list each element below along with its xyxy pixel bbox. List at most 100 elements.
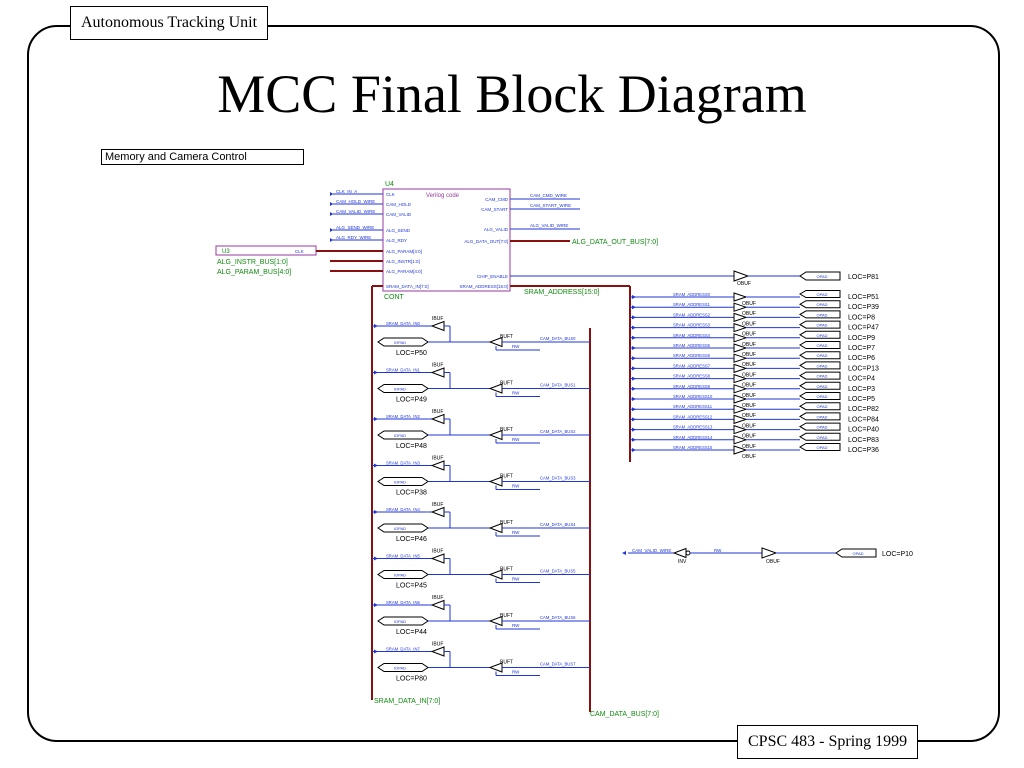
loc-label: LOC=P45	[396, 583, 427, 590]
rw-label: RW	[512, 391, 520, 396]
obuf-address	[733, 363, 748, 374]
address-net-label: SRAM_ADDRESS10	[673, 394, 713, 399]
ibuf	[430, 599, 445, 611]
opad-label: OPAD	[816, 425, 827, 430]
ibuf-label: IBUF	[432, 409, 443, 415]
loc-label: LOC=P36	[848, 447, 879, 454]
u4-left-pin: ALG_SEND	[386, 228, 411, 233]
u4-left-pin: ALG_PARAM[4:0]	[386, 269, 422, 274]
iopad	[377, 570, 429, 579]
obuf-label: OBUF	[742, 423, 756, 429]
iopad-label: IOPAD	[394, 619, 406, 624]
u3-ref: U3	[222, 249, 230, 255]
cam-net-label: CAM_DATA_BUS7	[540, 662, 576, 667]
opad-label: OPAD	[816, 404, 827, 409]
cam-net-label: CAM_DATA_BUS0	[540, 336, 576, 341]
output-net-label: CAM_START_WIRE	[530, 203, 571, 208]
wire-arrow	[330, 238, 333, 242]
opad-address	[799, 351, 841, 360]
loc-label: LOC=P6	[848, 355, 875, 362]
data-net-label: SRAM_DATA_IN3	[386, 461, 420, 466]
rw-label: RW	[512, 530, 520, 535]
opad-label: OPAD	[816, 333, 827, 338]
input-net-label: CAM_HOLD_WIRE	[336, 199, 375, 204]
opad-address	[799, 330, 841, 339]
obuf-address	[733, 435, 748, 445]
wire-arrow	[374, 510, 378, 514]
wire-arrow	[622, 551, 626, 555]
rw-label: RW	[512, 670, 520, 675]
wire-arrow	[632, 305, 636, 310]
obuf-address	[733, 394, 748, 404]
opad-label: OPAD	[816, 274, 827, 279]
obuf-label: OBUF	[742, 413, 756, 419]
wire-arrow	[632, 325, 636, 330]
obuf-label: OBUF	[742, 372, 756, 378]
data-net-label: SRAM_DATA_IN4	[386, 507, 420, 512]
wire-arrow	[632, 335, 636, 340]
loc-label: LOC=P9	[848, 335, 875, 342]
obuf-label: OBUF	[742, 301, 756, 307]
loc-label: LOC=P80	[396, 676, 427, 683]
buft-label: BUFT	[500, 474, 513, 480]
opad-address	[799, 300, 841, 309]
wire-arrow	[374, 649, 378, 654]
opad-address	[799, 422, 841, 431]
schematic-title: Memory and Camera Control	[101, 149, 304, 165]
loc-label: LOC=P48	[396, 443, 427, 450]
obuf-rw	[761, 547, 778, 559]
address-net-label: SRAM_ADDRESS4	[673, 333, 711, 338]
data-net-label: SRAM_DATA_IN6	[386, 600, 420, 605]
ibuf-label: IBUF	[432, 642, 443, 648]
obuf-label: OBUF	[742, 362, 756, 368]
opad-address	[799, 320, 841, 329]
cam-data-bus-label: CAM_DATA_BUS[7:0]	[590, 711, 659, 718]
loc-label: LOC=P49	[396, 397, 427, 404]
u4-right-pin: CAM_CMD	[485, 197, 509, 202]
wire-arrow	[632, 376, 636, 381]
opad-label: OPAD	[852, 551, 863, 556]
address-net-label: SRAM_ADDRESS0	[673, 292, 711, 297]
opad-address	[799, 402, 841, 411]
opad-address	[799, 412, 841, 421]
iopad-label: IOPAD	[394, 666, 406, 671]
address-net-label: SRAM_ADDRESS9	[673, 384, 711, 389]
u4-left-pin: ALG_RDY	[386, 238, 407, 243]
u4-right-pin: CAM_START	[481, 207, 508, 212]
ibuf	[430, 646, 445, 657]
opad-label: OPAD	[816, 384, 827, 389]
obuf-label: OBUF	[742, 311, 756, 317]
opad-address	[799, 432, 841, 441]
output-net-label: CAM_CMD_WIRE	[530, 193, 567, 198]
loc-label: LOC=P81	[848, 274, 879, 281]
wire-arrow	[632, 427, 636, 432]
address-net-label: SRAM_ADDRESS12	[673, 414, 713, 419]
cam-net-label: CAM_DATA_BUS2	[540, 429, 576, 434]
wire-arrow	[330, 228, 333, 232]
u4-ref: U4	[385, 181, 394, 188]
ibuf-label: IBUF	[432, 595, 443, 601]
obuf-address	[733, 353, 748, 363]
opad-label: OPAD	[816, 394, 827, 399]
obuf-label: OBUF	[742, 383, 756, 389]
iopad	[377, 616, 429, 626]
wire-arrow	[330, 212, 333, 216]
loc-label: LOC=P47	[848, 325, 879, 332]
u4-right-pin: ALG_DATA_OUT[7:0]	[464, 239, 508, 244]
opad-label: OPAD	[816, 374, 827, 379]
obuf-address	[733, 404, 748, 414]
buft-label: BUFT	[500, 660, 513, 666]
obuf-address	[733, 302, 748, 312]
ibuf	[430, 553, 445, 564]
address-net-label: SRAM_ADDRESS14	[673, 435, 713, 440]
obuf-address	[733, 312, 748, 323]
rw-label: RW	[512, 623, 520, 628]
wire-arrow	[374, 417, 378, 421]
opad-label: OPAD	[816, 292, 827, 297]
cam-net-label: CAM_DATA_BUS6	[540, 615, 576, 620]
iopad-label: IOPAD	[394, 433, 406, 438]
data-net-label: SRAM_DATA_IN1	[386, 368, 420, 373]
obuf-label: OBUF	[742, 444, 756, 450]
opad-label: OPAD	[816, 343, 827, 348]
